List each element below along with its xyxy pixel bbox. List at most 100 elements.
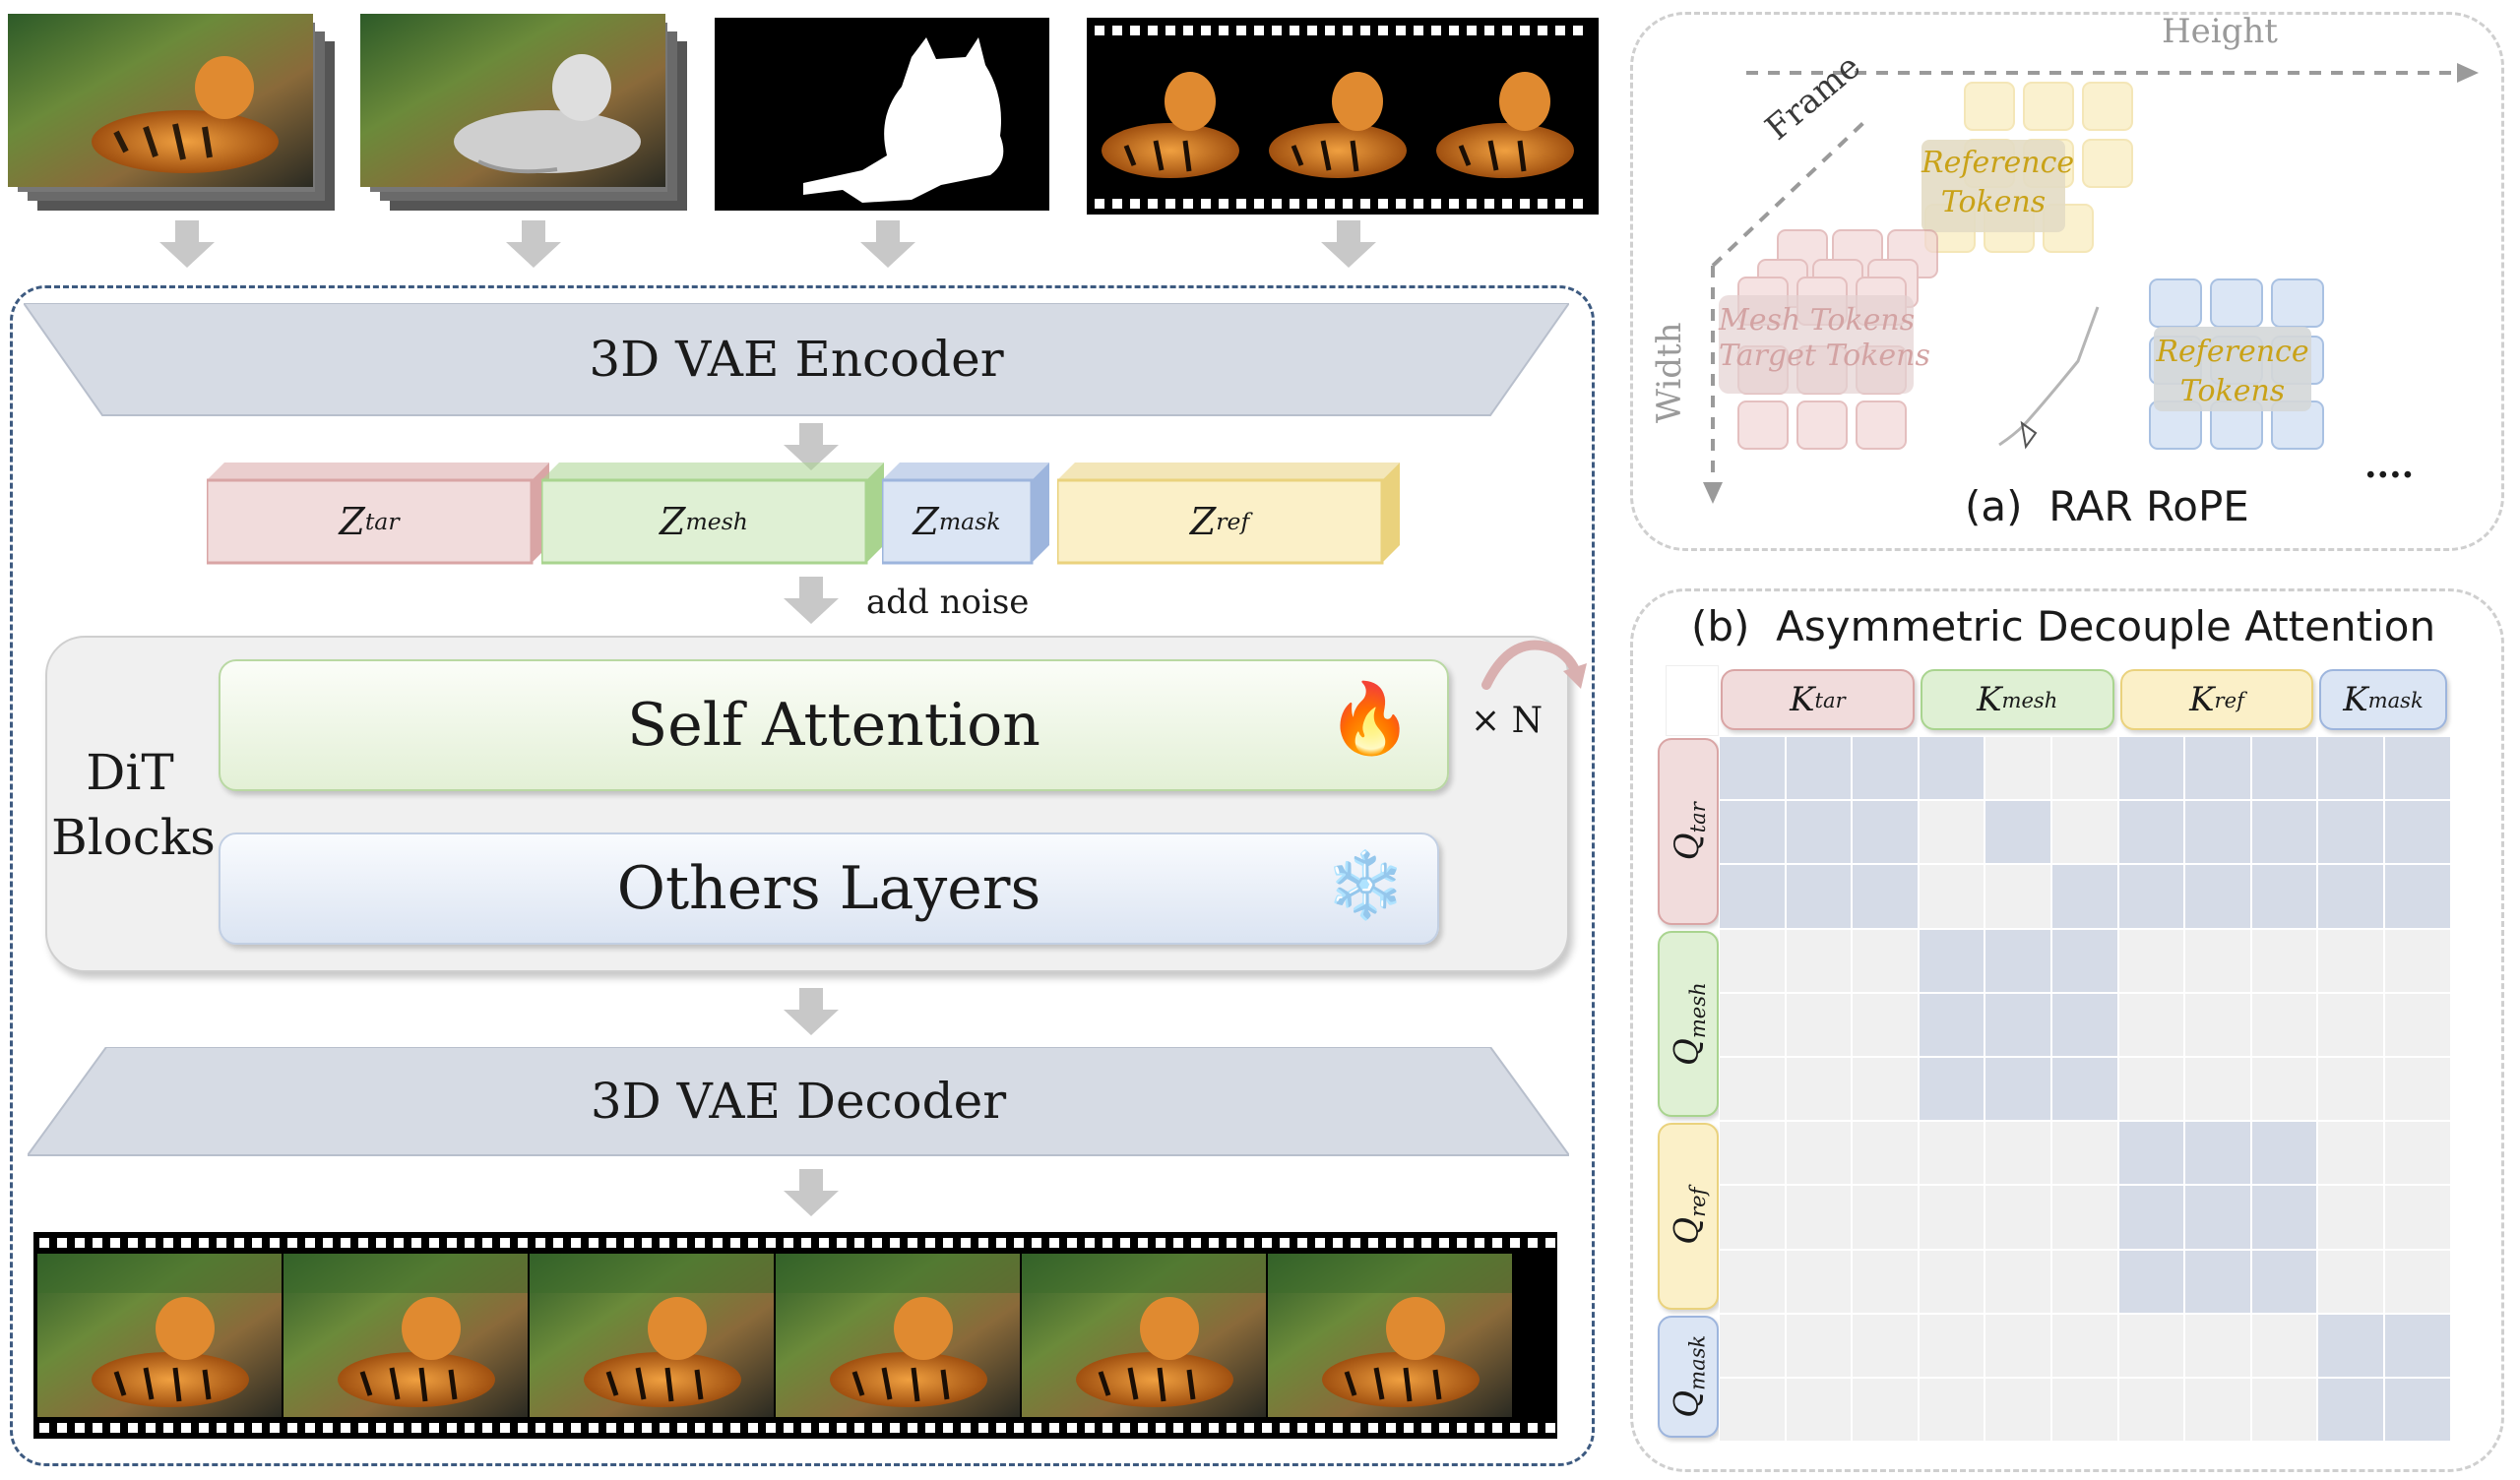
vae-encoder-label: 3D VAE Encoder xyxy=(589,331,1004,388)
vae-decoder-label: 3D VAE Decoder xyxy=(590,1073,1007,1130)
attention-cell-on xyxy=(2184,736,2251,801)
attention-cell-off xyxy=(2250,1378,2318,1443)
attention-cell-on xyxy=(1719,800,1786,865)
attention-cell-off xyxy=(2317,928,2384,993)
latent-mask-box xyxy=(882,462,1049,565)
rope-caption: (a) RAR RoPE xyxy=(1965,482,2249,530)
attention-cell-on xyxy=(1984,1057,2051,1122)
attention-cell-on xyxy=(2317,1313,2384,1378)
attention-cell-on xyxy=(1918,992,1985,1057)
attention-cell-off xyxy=(2117,992,2185,1057)
axis-height-label: Height xyxy=(2162,12,2278,51)
repeat-label: × N xyxy=(1471,701,1544,741)
attention-cell-off xyxy=(1785,992,1853,1057)
attention-cell-off xyxy=(1785,1313,1853,1378)
attention-cell-on xyxy=(1852,736,1919,801)
down-arrow-icon xyxy=(860,220,915,268)
down-arrow-icon xyxy=(784,577,839,624)
attention-cell-off xyxy=(1852,992,1919,1057)
attention-cell-on xyxy=(2250,1249,2318,1314)
row-header-q-ref: Qref xyxy=(1658,1123,1719,1310)
attention-cell-on xyxy=(1918,928,1985,993)
attention-cell-off xyxy=(1852,1249,1919,1314)
row-header-q-mask: Qmask xyxy=(1658,1315,1719,1439)
attention-cell-on xyxy=(2384,1378,2451,1443)
attention-cell-off xyxy=(1719,1185,1786,1250)
attention-cell-off xyxy=(1918,1249,1985,1314)
attention-cell-on xyxy=(2384,800,2451,865)
mesh-tokens-label: Mesh Tokens xyxy=(1719,303,1916,338)
attention-cell-on xyxy=(2051,928,2118,993)
attention-cell-off xyxy=(1984,1378,2051,1443)
attention-cell-off xyxy=(1918,1121,1985,1186)
attention-cell-off xyxy=(2384,1185,2451,1250)
attention-cell-on xyxy=(2250,736,2318,801)
attention-cell-on xyxy=(1785,864,1853,929)
ellipsis-label: .... xyxy=(2364,445,2415,486)
attention-cell-on xyxy=(1984,928,2051,993)
attention-cell-off xyxy=(1918,1313,1985,1378)
attention-cell-off xyxy=(2250,1313,2318,1378)
down-arrow-icon xyxy=(784,988,839,1035)
attention-cell-on xyxy=(1785,736,1853,801)
attention-cell-off xyxy=(2051,736,2118,801)
attention-cell-off xyxy=(2384,992,2451,1057)
output-film-strip xyxy=(33,1232,1557,1439)
attention-cell-off xyxy=(2250,1057,2318,1122)
axis-width-label: Width xyxy=(1650,322,1689,423)
latent-tar-box xyxy=(207,462,549,565)
attention-cell-off xyxy=(2051,1249,2118,1314)
matrix-corner xyxy=(1666,665,1719,736)
attention-cell-on xyxy=(2117,736,2185,801)
attention-cell-off xyxy=(2317,1185,2384,1250)
attention-cell-off xyxy=(1984,736,2051,801)
mask-image xyxy=(715,18,1049,211)
attention-cell-off xyxy=(1984,864,2051,929)
down-arrow-icon xyxy=(506,220,561,268)
attention-cell-on xyxy=(2117,1185,2185,1250)
attention-cell-on xyxy=(2250,864,2318,929)
row-header-q-tar: Qtar xyxy=(1658,738,1719,925)
fire-icon: 🔥 xyxy=(1327,678,1414,759)
attention-cell-on xyxy=(1719,864,1786,929)
add-noise-label: add noise xyxy=(866,583,1030,622)
reference-tokens-top-label: Reference Tokens xyxy=(1922,146,2075,219)
attention-cell-on xyxy=(1984,992,2051,1057)
attention-cell-off xyxy=(2250,928,2318,993)
row-header-q-mesh: Qmesh xyxy=(1658,930,1719,1118)
attention-cell-off xyxy=(2051,1185,2118,1250)
snowflake-icon: ❄️ xyxy=(1325,847,1407,923)
attention-cell-off xyxy=(1785,1378,1853,1443)
attention-cell-off xyxy=(1918,1378,1985,1443)
target-tokens-label: Target Tokens xyxy=(1719,339,1930,373)
attention-cell-on xyxy=(2184,1249,2251,1314)
attention-cell-off xyxy=(2384,1249,2451,1314)
attention-cell-on xyxy=(2184,1121,2251,1186)
reference-film-strip xyxy=(1087,18,1599,215)
attention-cell-off xyxy=(1785,1121,1853,1186)
attention-cell-on xyxy=(1918,1057,1985,1122)
latent-ref-box xyxy=(1057,462,1400,565)
attention-cell-off xyxy=(1984,1249,2051,1314)
attention-cell-on xyxy=(2317,864,2384,929)
attention-cell-off xyxy=(1918,1185,1985,1250)
attention-cell-off xyxy=(2184,928,2251,993)
attention-cell-off xyxy=(2384,1121,2451,1186)
attention-cell-on xyxy=(2317,736,2384,801)
attention-cell-off xyxy=(1719,1378,1786,1443)
attention-cell-off xyxy=(2317,1057,2384,1122)
attention-cell-off xyxy=(2184,1057,2251,1122)
attention-cell-on xyxy=(2384,1313,2451,1378)
attention-cell-off xyxy=(2184,1313,2251,1378)
attention-cell-off xyxy=(1852,1057,1919,1122)
attention-cell-on xyxy=(2184,864,2251,929)
attention-cell-off xyxy=(2184,1378,2251,1443)
attention-cell-off xyxy=(1785,928,1853,993)
attention-cell-on xyxy=(2250,1121,2318,1186)
self-attention-label: Self Attention xyxy=(627,691,1040,760)
